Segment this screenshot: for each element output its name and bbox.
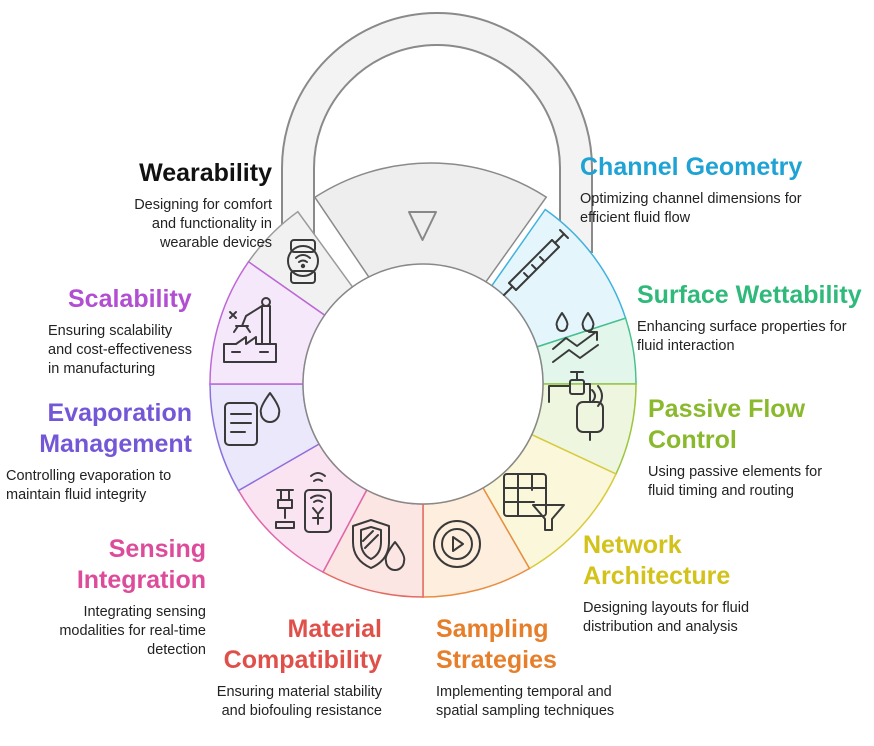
play-circle-icon <box>433 520 481 568</box>
label-title: Sensing Integration <box>76 535 206 594</box>
label-title: Evaporation Management <box>39 399 192 458</box>
triangle-down-icon <box>408 211 437 241</box>
label-description: Designing layouts for fluid distribution… <box>583 600 750 635</box>
lock-inner-circle <box>302 263 544 505</box>
label-title: Material Compatibility <box>223 615 382 674</box>
label-title: Passive Flow Control <box>648 395 806 454</box>
label-sampling-strategies: Sampling Strategies Implementing tempora… <box>436 614 636 721</box>
label-description: Optimizing channel dimensions for effici… <box>580 191 802 226</box>
label-description: Designing for comfort and functionality … <box>134 197 272 251</box>
label-evaporation-management: Evaporation Management Controlling evapo… <box>6 398 192 505</box>
table-filter-icon <box>503 473 565 531</box>
smartwatch-icon <box>287 239 319 284</box>
label-sensing-integration: Sensing Integration Integrating sensing … <box>20 534 206 660</box>
droplets-trend-icon <box>552 312 599 363</box>
document-drop-icon <box>224 392 281 446</box>
label-material-compatibility: Material Compatibility Ensuring material… <box>196 614 382 721</box>
faucet-icon <box>548 371 604 441</box>
label-description: Enhancing surface properties for fluid i… <box>637 319 847 354</box>
label-channel-geometry: Channel Geometry Optimizing channel dime… <box>580 152 820 228</box>
label-title: Surface Wettability <box>637 281 862 309</box>
label-description: Using passive elements for fluid timing … <box>648 464 823 499</box>
label-description: Implementing temporal and spatial sampli… <box>436 684 615 719</box>
syringe-icon <box>503 229 569 296</box>
label-network-architecture: Network Architecture Designing layouts f… <box>583 530 803 637</box>
label-title: Scalability <box>68 285 192 313</box>
label-description: Integrating sensing modalities for real-… <box>59 604 206 658</box>
label-passive-flow-control: Passive Flow Control Using passive eleme… <box>648 394 848 501</box>
label-scalability: Scalability Ensuring scalability and cos… <box>30 284 198 379</box>
label-surface-wettability: Surface Wettability Enhancing surface pr… <box>637 280 869 356</box>
label-title: Network Architecture <box>583 531 731 590</box>
label-description: Ensuring material stability and biofouli… <box>216 684 382 719</box>
label-wearability: Wearability Designing for comfort and fu… <box>58 158 272 253</box>
label-title: Wearability <box>139 159 272 187</box>
label-title: Sampling Strategies <box>436 615 557 674</box>
shield-drop-icon <box>352 519 406 571</box>
label-description: Controlling evaporation to maintain flui… <box>6 468 172 503</box>
sensor-phone-icon <box>275 472 332 533</box>
label-description: Ensuring scalability and cost-effectiven… <box>48 323 193 377</box>
label-title: Channel Geometry <box>580 153 803 181</box>
factory-robot-icon <box>223 297 277 363</box>
